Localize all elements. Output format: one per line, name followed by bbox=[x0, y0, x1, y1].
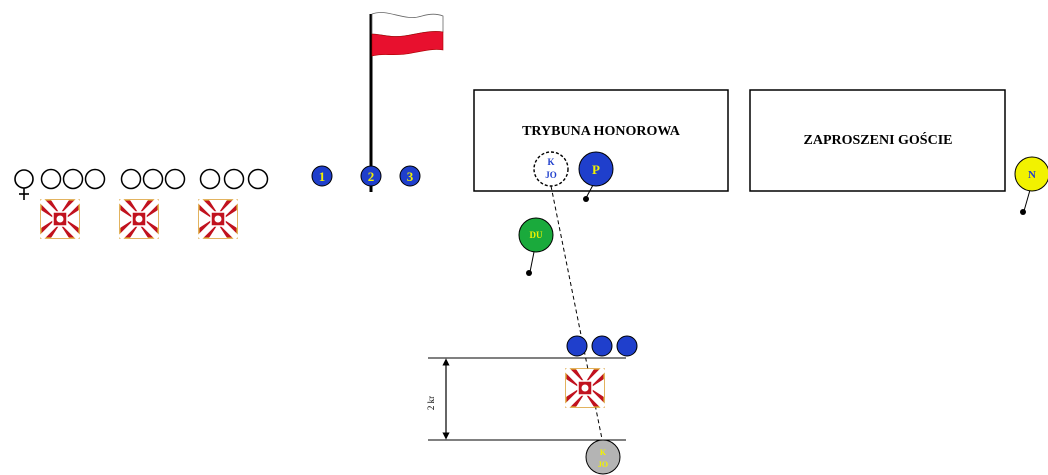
escort-group-2 bbox=[120, 168, 186, 190]
regimental-banner-icon bbox=[41, 200, 79, 238]
president-marker: P bbox=[578, 151, 614, 202]
guests-label: ZAPROSZENI GOŚCIE bbox=[804, 131, 953, 148]
dimension-label: 2 kr bbox=[426, 396, 436, 410]
svg-text:N: N bbox=[1028, 169, 1036, 181]
du-marker: DU bbox=[518, 217, 554, 276]
svg-text:JO: JO bbox=[598, 460, 608, 469]
regimental-banner-icon bbox=[199, 200, 237, 238]
svg-text:1: 1 bbox=[319, 169, 326, 184]
svg-text:JO: JO bbox=[545, 170, 557, 180]
svg-text:P: P bbox=[592, 162, 600, 177]
female-symbol-icon bbox=[14, 169, 34, 200]
polish-flag-icon bbox=[369, 12, 444, 192]
svg-text:3: 3 bbox=[407, 169, 414, 184]
regimental-banner-icon bbox=[566, 369, 604, 407]
guests-box bbox=[749, 89, 1006, 192]
escort-group-3 bbox=[199, 168, 269, 190]
n-marker: N bbox=[1014, 156, 1048, 215]
honor-stand-label: TRYBUNA HONOROWA bbox=[522, 124, 681, 139]
svg-text:K: K bbox=[600, 448, 607, 457]
escort-group-1 bbox=[40, 168, 106, 190]
flag-guard-2: 2 bbox=[360, 165, 382, 187]
regimental-banner-icon bbox=[120, 200, 158, 238]
svg-text:K: K bbox=[547, 157, 554, 167]
flag-guard-3: 3 bbox=[399, 165, 421, 187]
banner-escort-group bbox=[566, 335, 638, 357]
svg-text:DU: DU bbox=[530, 230, 543, 240]
flag-guard-1: 1 bbox=[311, 165, 333, 187]
commander-end-marker: K JO bbox=[585, 439, 621, 475]
commander-start-marker: K JO bbox=[533, 151, 569, 187]
svg-text:2: 2 bbox=[368, 169, 375, 184]
